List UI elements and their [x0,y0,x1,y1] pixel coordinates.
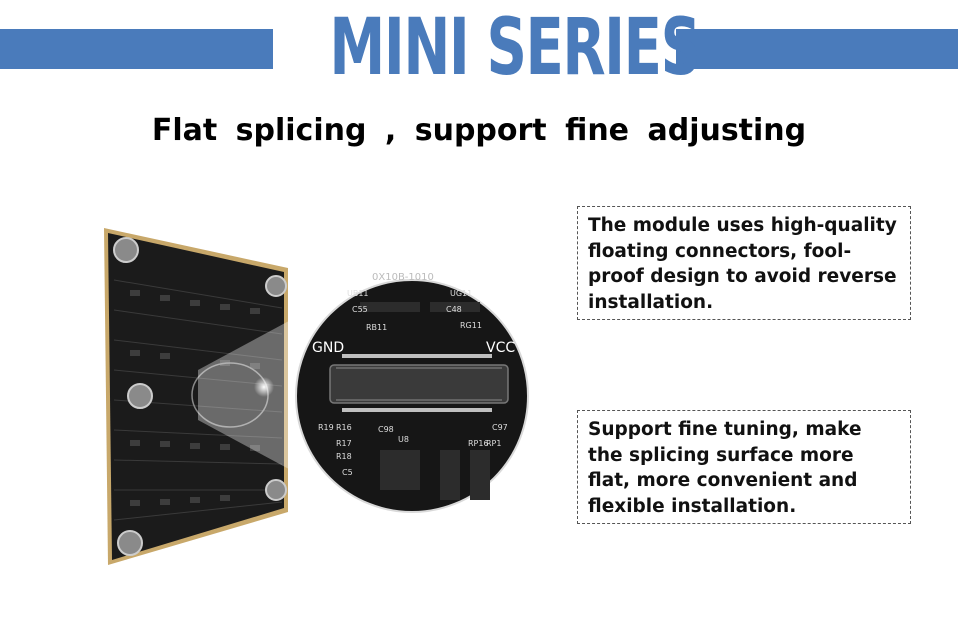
pcb-label-r18: R18 [336,452,352,461]
pcb-label-c5: C5 [342,468,353,477]
led-module-board [104,228,288,565]
page-subtitle: Flat splicing , support fine adjusting [151,113,807,148]
pcb-label-r19: R19 [318,423,334,432]
pcb-label-r17: R17 [336,439,352,448]
page-title: MINI SERIES [329,3,701,93]
feature-note-connectors: The module uses high-quality floating co… [577,206,911,320]
feature-note-fine-tuning: Support fine tuning, make the splicing s… [577,410,911,524]
header-band-left [0,29,273,69]
part-code-label: 0X10B-1010 [372,272,434,283]
gnd-label: GND [312,340,344,356]
magnet-mounts [113,237,287,556]
pcb-label-c48: C48 [446,305,462,314]
vcc-label: VCC [486,340,515,356]
led-module-illustration: GND VCC 0X10B-1010 UB11 UG11 C55 C48 RB1… [104,228,529,565]
pcb-label-c55: C55 [352,305,368,314]
pcb-label-rg11: RG11 [460,321,482,330]
pcb-label-u8: U8 [398,435,409,444]
pcb-label-rb11: RB11 [366,323,387,332]
pcb-label-rp16: RP16 [468,439,489,448]
floating-connector [329,364,509,404]
pcb-label-c97: C97 [492,423,508,432]
led-module-figure: GND VCC 0X10B-1010 UB11 UG11 C55 C48 RB1… [90,200,540,580]
zoom-beam [198,315,300,475]
header-band-right [676,29,958,69]
connector-zoom-circle: GND VCC 0X10B-1010 UB11 UG11 C55 C48 RB1… [295,272,529,513]
pcb-label-c98: C98 [378,425,394,434]
pcb-label-r16: R16 [336,423,352,432]
pcb-label-ub11: UB11 [347,289,369,298]
pcb-label-ug11: UG11 [450,289,472,298]
pcb-label-rp1: RP1 [486,439,501,448]
